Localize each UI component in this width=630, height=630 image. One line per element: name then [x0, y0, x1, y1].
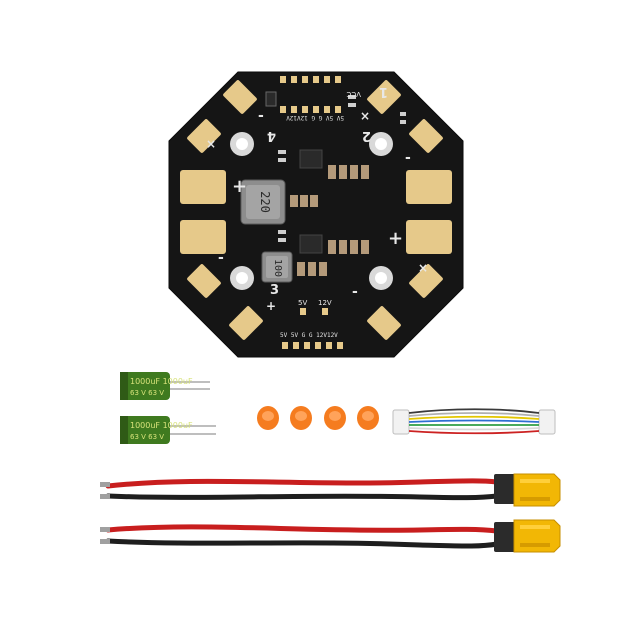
- pad-corner-tr: [367, 80, 401, 114]
- pad-corner-bl: [229, 306, 263, 340]
- regulator-ic-top: [299, 149, 323, 169]
- jst-signal-cable: [392, 408, 556, 435]
- svg-text:×: ×: [360, 109, 370, 123]
- minus-br: -: [352, 284, 358, 300]
- inductor-top-label: 220: [258, 191, 272, 213]
- pad-corner-tl: [223, 80, 257, 114]
- capacitor-1-label-line2: 63 V 63 V: [130, 389, 164, 397]
- grommet-2: [290, 406, 312, 430]
- capacitor-2-label-line2: 63 V 63 V: [130, 433, 164, 441]
- grommet-1: [257, 406, 279, 430]
- jst-connector-left: [392, 409, 410, 435]
- power-lead-2: [100, 519, 561, 553]
- corner-pads: [187, 80, 443, 340]
- inductor-bottom-label: 100: [272, 259, 283, 277]
- pad-corner-tr2: [409, 119, 443, 153]
- side-pads: [180, 170, 452, 254]
- power-lead-1: [100, 473, 561, 507]
- minus-l: -: [218, 250, 224, 266]
- inductor-top: 220: [240, 179, 286, 225]
- jst-connector-right: [538, 409, 556, 435]
- svg-text:×: ×: [418, 261, 428, 275]
- capacitor-2-label-line1: 1000uF 1000uF: [130, 421, 193, 430]
- mid-5v-label: 5V: [298, 299, 307, 307]
- minus-r: -: [405, 150, 411, 166]
- grommet-4: [357, 406, 379, 430]
- plus-right: +: [388, 228, 403, 249]
- power-distribution-board: 220 100: [168, 71, 464, 358]
- minus-tl: -: [258, 108, 264, 124]
- pad-left-top: [180, 170, 226, 204]
- inductor-bottom: 100: [261, 251, 293, 283]
- motor-3-label: 3: [270, 283, 279, 298]
- capacitor-2: 1000uF 1000uF 63 V 63 V: [120, 416, 216, 444]
- vcc-label: VCC: [346, 90, 361, 98]
- pad-corner-br: [367, 306, 401, 340]
- pad-right-bottom: [406, 220, 452, 254]
- pad-left-bottom: [180, 220, 226, 254]
- motor-4-label: 4: [267, 128, 276, 143]
- mounting-holes: [230, 132, 393, 290]
- motor-2-label: 2: [362, 128, 371, 143]
- regulator-ic-bottom: [299, 234, 323, 254]
- mid-12v-label: 12V: [318, 299, 332, 307]
- grommet-3: [324, 406, 346, 430]
- motor-1-label: 1: [379, 84, 388, 99]
- svg-text:+: +: [266, 299, 276, 313]
- lead-2-red-wire: [105, 524, 500, 534]
- smd-components: [265, 91, 406, 276]
- pad-right-top: [406, 170, 452, 204]
- lead-2-black-wire: [105, 538, 500, 549]
- lead-1-black-wire: [105, 493, 500, 501]
- output-bottom-label: 5V 5V G G 12V12V: [280, 332, 338, 339]
- xt60-connector-2: [513, 519, 561, 553]
- top-signal-pads: [280, 76, 341, 113]
- silkscreen-markings: + + - - - - × × × + 4 2 3 1 VCC 5V 12V 5…: [206, 84, 428, 339]
- pad-corner-bl2: [187, 264, 221, 298]
- bottom-output-pads: [282, 308, 343, 349]
- plus-left: +: [232, 176, 247, 197]
- pad-corner-tl2: [187, 119, 221, 153]
- capacitor-1-label-line1: 1000uF 1000uF: [130, 377, 193, 386]
- capacitor-1: 1000uF 1000uF 63 V 63 V: [120, 372, 210, 400]
- output-top-label: 5V 5V G G 12V12V: [286, 114, 344, 121]
- xt60-connector-1: [513, 473, 561, 507]
- pad-corner-br2: [409, 264, 443, 298]
- svg-text:×: ×: [206, 137, 216, 151]
- lead-1-red-wire: [105, 478, 500, 489]
- rubber-grommets: [257, 406, 379, 430]
